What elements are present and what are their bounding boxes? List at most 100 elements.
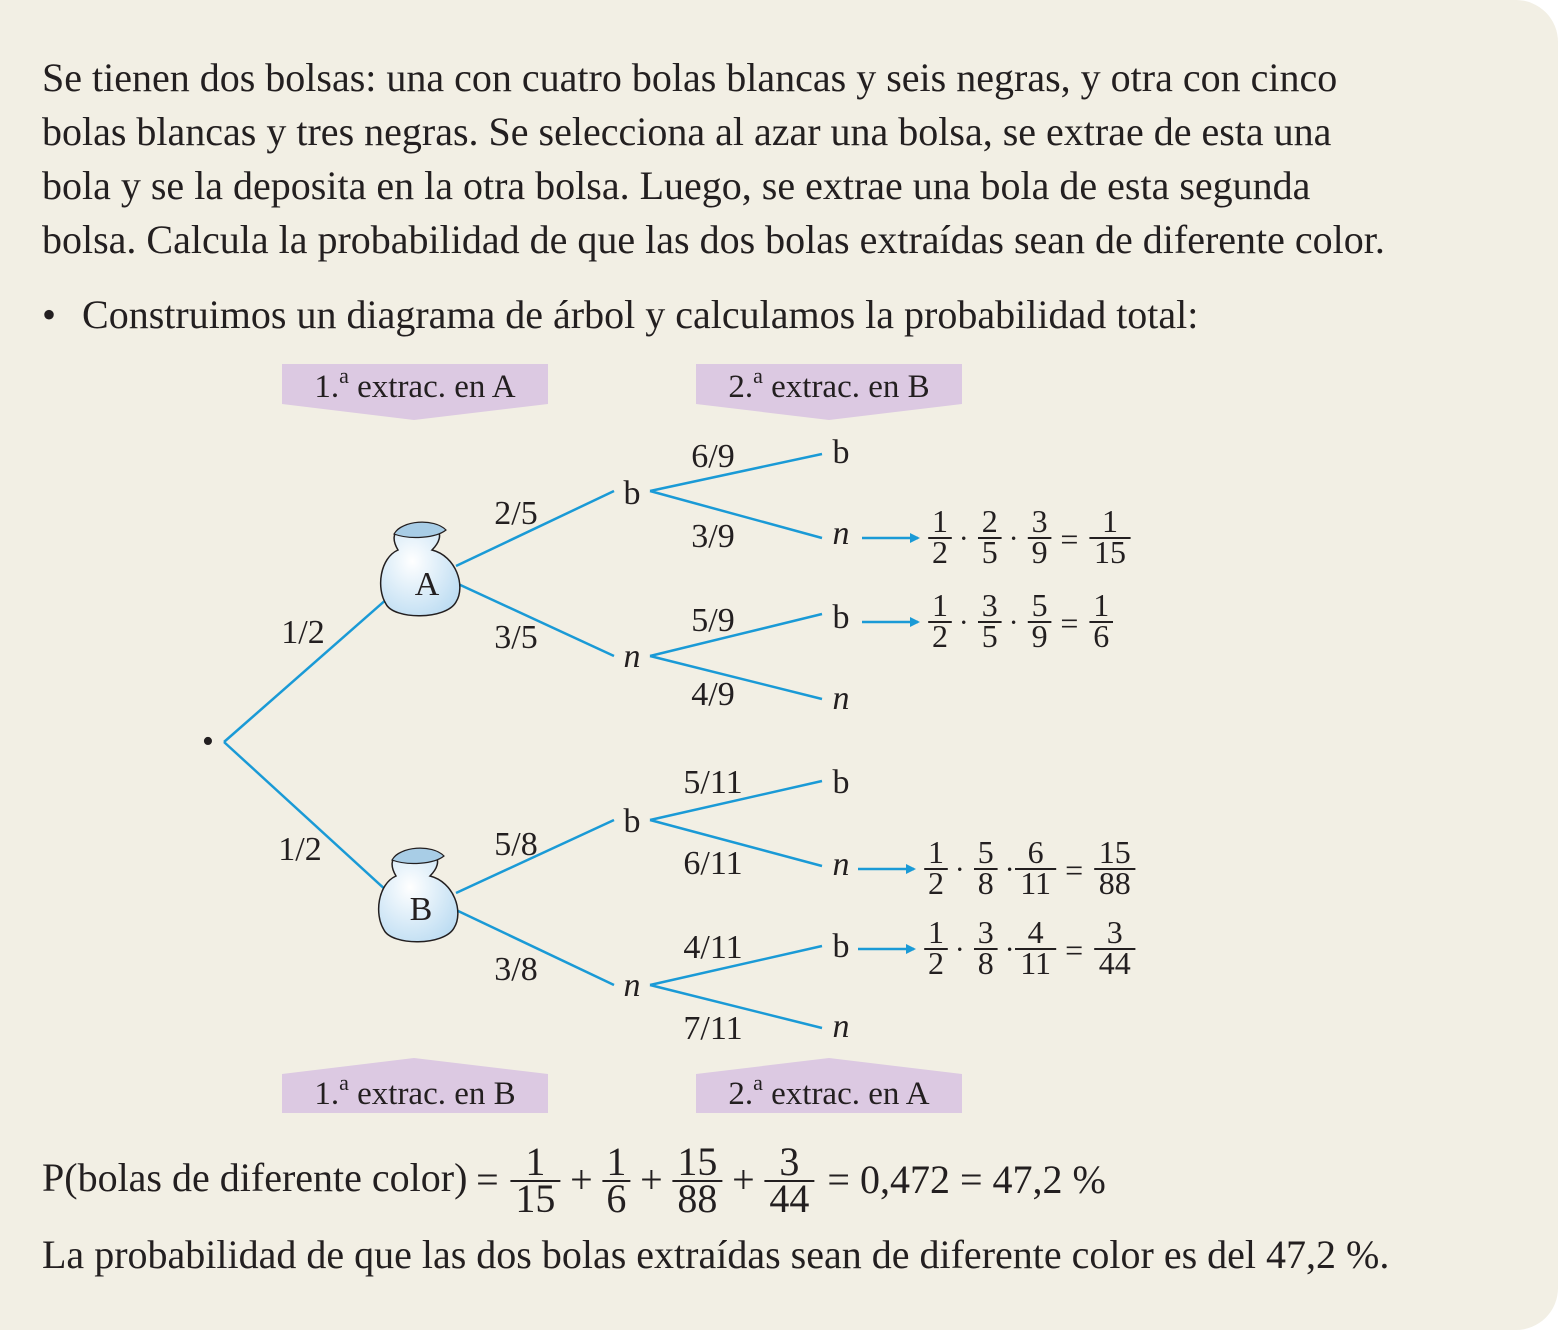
node-B-n: n xyxy=(624,967,641,1004)
product-result-denominator: 6 xyxy=(1093,618,1109,654)
dot-operator: · xyxy=(955,933,965,966)
product-factor-denominator: 8 xyxy=(978,945,994,981)
node-A-b: b xyxy=(624,475,641,512)
branch-A-b xyxy=(455,489,615,568)
product-2: 12·35·59=16 xyxy=(928,587,1113,654)
node-Bn-b: b xyxy=(833,928,850,965)
product-factor-numerator: 2 xyxy=(982,503,998,539)
node-A-n: n xyxy=(624,638,641,675)
dot-operator: · xyxy=(955,853,965,886)
dot-operator: · xyxy=(959,606,969,639)
node-An-b: b xyxy=(833,599,850,636)
product-1: 12·25·39=115 xyxy=(928,503,1131,570)
prob-A-b: 2/5 xyxy=(494,495,537,532)
node-Ab-n: n xyxy=(833,515,850,552)
branch-A-n xyxy=(455,581,615,658)
product-result-numerator: 1 xyxy=(1102,503,1118,539)
equals-sign: = xyxy=(1065,932,1083,968)
prob-Ab-n: 3/9 xyxy=(691,518,734,555)
plus-sign: + xyxy=(640,1157,663,1202)
bullet-dot: • xyxy=(42,292,57,337)
result-arrows xyxy=(858,533,920,954)
branch-root-A xyxy=(223,597,389,743)
product-4: 12·38·411=344 xyxy=(924,914,1136,981)
product-result-numerator: 3 xyxy=(1107,914,1123,950)
product-result-numerator: 1 xyxy=(1093,587,1109,623)
product-factor-numerator: 5 xyxy=(978,834,994,870)
product-factor-denominator: 2 xyxy=(932,618,948,654)
product-factor-denominator: 2 xyxy=(932,534,948,570)
prob-An-n: 4/9 xyxy=(691,676,734,713)
total-term-denominator: 15 xyxy=(515,1176,555,1221)
bag-A-icon: A xyxy=(379,521,461,617)
branch-An-n xyxy=(649,654,823,701)
dot-operator: · xyxy=(959,522,969,555)
branch-Bn-b xyxy=(649,944,823,987)
node-B-b: b xyxy=(624,803,641,840)
product-factor-numerator: 1 xyxy=(932,587,948,623)
equals-sign: = xyxy=(476,1157,499,1202)
total-probability: P(bolas de diferente color) =115+16+1588… xyxy=(42,1139,1106,1221)
svg-text:1.a extrac. en A: 1.a extrac. en A xyxy=(314,363,515,405)
node-Bb-n: n xyxy=(833,846,850,883)
node-Bb-b: b xyxy=(833,764,850,801)
branch-B-n xyxy=(455,908,615,987)
node-Bn-n: n xyxy=(833,1008,850,1045)
svg-text:2.a extrac. en A: 2.a extrac. en A xyxy=(728,1070,929,1112)
prob-A-n: 3/5 xyxy=(494,619,537,656)
header-bottom-right: 2.a extrac. en A xyxy=(696,1058,962,1113)
prob-Ab-b: 6/9 xyxy=(691,438,734,475)
product-result-numerator: 15 xyxy=(1099,834,1131,870)
product-factor-numerator: 6 xyxy=(1028,834,1044,870)
product-factor-numerator: 5 xyxy=(1032,587,1048,623)
product-factor-numerator: 1 xyxy=(932,503,948,539)
problem-line-1: Se tienen dos bolsas: una con cuatro bol… xyxy=(42,55,1338,100)
bullet-item: •Construimos un diagrama de árbol y calc… xyxy=(42,288,1522,342)
prob-Bb-n: 6/11 xyxy=(683,845,742,882)
total-term-numerator: 1 xyxy=(606,1139,626,1184)
product-result-denominator: 44 xyxy=(1099,945,1131,981)
product-factor-denominator: 11 xyxy=(1020,945,1051,981)
header-top-left: 1.a extrac. en A xyxy=(282,363,548,420)
dot-operator: · xyxy=(1009,606,1019,639)
bag-B-icon: B xyxy=(377,847,459,943)
product-factor-denominator: 9 xyxy=(1032,534,1048,570)
bag-B-label: B xyxy=(410,891,433,928)
total-result: = 0,472 = 47,2 % xyxy=(827,1157,1105,1202)
header-bottom-left: 1.a extrac. en B xyxy=(282,1058,548,1113)
dot-operator: · xyxy=(1009,522,1019,555)
product-factor-denominator: 9 xyxy=(1032,618,1048,654)
conclusion: La probabilidad de que las dos bolas ext… xyxy=(42,1232,1390,1277)
total-term-numerator: 3 xyxy=(779,1139,799,1184)
product-factor-denominator: 2 xyxy=(928,865,944,901)
header-top-right: 2.a extrac. en B xyxy=(696,363,962,420)
branch-Bb-b xyxy=(649,779,823,822)
plus-sign: + xyxy=(570,1157,593,1202)
branch-An-b xyxy=(649,612,823,658)
product-result-denominator: 88 xyxy=(1099,865,1131,901)
product-factor-numerator: 3 xyxy=(1032,503,1048,539)
svg-text:2.a extrac. en B: 2.a extrac. en B xyxy=(728,363,929,405)
svg-text:1.a extrac. en B: 1.a extrac. en B xyxy=(314,1070,515,1112)
problem-line-3: bola y se la deposita en la otra bolsa. … xyxy=(42,163,1311,208)
branch-B-b xyxy=(455,818,615,895)
bag-A-label: A xyxy=(415,566,440,603)
root-node: • xyxy=(202,723,214,760)
problem-line-2: bolas blancas y tres negras. Se seleccio… xyxy=(42,109,1332,154)
prob-Bn-b: 4/11 xyxy=(683,929,742,966)
branch-Bn-n xyxy=(649,983,823,1030)
product-factor-numerator: 3 xyxy=(982,587,998,623)
branch-root-B xyxy=(223,741,389,893)
total-term-numerator: 15 xyxy=(677,1139,717,1184)
product-factor-denominator: 8 xyxy=(978,865,994,901)
prob-Bb-b: 5/11 xyxy=(683,764,742,801)
plus-sign: + xyxy=(732,1157,755,1202)
node-Ab-b: b xyxy=(833,434,850,471)
prob-Bn-n: 7/11 xyxy=(683,1010,742,1047)
prob-B-n: 3/8 xyxy=(494,951,537,988)
product-factor-denominator: 5 xyxy=(982,618,998,654)
branch-Ab-n xyxy=(649,489,823,540)
